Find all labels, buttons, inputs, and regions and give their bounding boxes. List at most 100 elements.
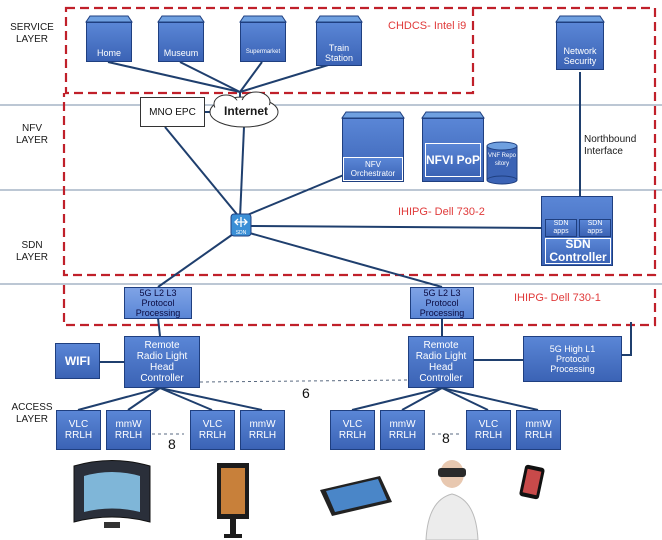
rrlh-controller-left: Remote Radio Light Head Controller (124, 336, 200, 388)
sdn-apps-2-label: SDN apps (587, 220, 603, 235)
kiosk-base (224, 534, 242, 538)
count-six: 6 (302, 385, 310, 401)
home-label: Home (96, 48, 121, 58)
vnf-repository-label: VNF Repo sitory (488, 153, 517, 167)
phone-device (519, 464, 545, 500)
link-switch-protocol-right (245, 231, 443, 288)
count-eight-right: 8 (442, 430, 450, 446)
rrlh-controller-right: Remote Radio Light Head Controller (408, 336, 474, 388)
wifi-box: WIFI (55, 343, 100, 379)
link-ctrl-mmw4 (441, 387, 539, 411)
link-ctrl-vlc2 (159, 387, 213, 411)
vlc-rrlh-2-label: VLC RRLH (198, 419, 227, 441)
tv-device (73, 460, 151, 528)
rrlh-controller-left-label: Remote Radio Light Head Controller (136, 340, 188, 384)
host-boundaries (62, 6, 657, 327)
ihipg1-host-label: IHIPG- Dell 730-1 (514, 292, 601, 304)
vlc-rrlh-1: VLC RRLH (56, 410, 101, 450)
sdn-controller-server: SDN apps SDN apps SDN Controller (541, 196, 613, 266)
wifi-label: WIFI (64, 353, 91, 368)
rrlh-controller-right-label: Remote Radio Light Head Controller (415, 340, 467, 384)
tablet-screen (326, 479, 387, 512)
nfvi-pop-panel: NFVI PoP (425, 143, 481, 177)
switch-arrows (234, 217, 248, 227)
mmw-rrlh-2: mmW RRLH (240, 410, 285, 450)
nfvi-pop-server: NFVI PoP (422, 118, 484, 182)
supermarket-server: Supermarket (240, 22, 286, 62)
link-museum-hub (179, 61, 241, 93)
layer-label-service: SERVICE LAYER (10, 22, 54, 45)
sdn-controller-label: SDN Controller (549, 237, 607, 264)
link-epc-switch (164, 126, 241, 219)
sdn-controller-panel: SDN Controller (545, 238, 611, 264)
dotted-ctrl-ctrl (199, 379, 409, 383)
museum-server: Museum (158, 22, 204, 62)
mno-epc-label: MNO EPC (149, 106, 196, 118)
link-switch-controller (247, 225, 542, 229)
user-body (425, 493, 479, 540)
link-train-hub (239, 61, 339, 93)
supermarket-label: Supermarket (245, 49, 281, 55)
protocol-processing-left: 5G L2 L3 Protocol Processing (124, 287, 192, 319)
internet-cloud (209, 91, 279, 128)
vlc-rrlh-4: VLC RRLH (466, 410, 511, 450)
tablet-device (320, 476, 392, 516)
kiosk-screen (221, 468, 245, 514)
count-eight-left: 8 (168, 436, 176, 452)
home-server: Home (86, 22, 132, 62)
museum-label: Museum (163, 48, 199, 58)
high-l1-processing: 5G High L1 Protocol Processing (523, 336, 622, 382)
link-protocol-ctrl-left (157, 317, 161, 337)
layer-separators (0, 104, 662, 285)
mmw-rrlh-2-label: mmW RRLH (248, 419, 277, 441)
vlc-rrlh-2: VLC RRLH (190, 410, 235, 450)
high-l1-processing-label: 5G High L1 Protocol Processing (549, 344, 596, 374)
link-ctrl-mmw3 (401, 387, 443, 411)
sdn-switch-icon (230, 213, 252, 237)
mmw-rrlh-3: mmW RRLH (380, 410, 425, 450)
cylinder-bottom (486, 175, 518, 185)
internet-label: Internet (223, 104, 268, 118)
cloud-fill (212, 100, 276, 126)
vlc-rrlh-3-label: VLC RRLH (338, 419, 367, 441)
phone-screen (522, 468, 542, 496)
sdn-switch-label: SDN (235, 230, 247, 236)
vnf-repository-icon (486, 141, 518, 185)
kiosk-pole (230, 519, 236, 535)
mmw-rrlh-4-label: mmW RRLH (524, 419, 553, 441)
vlc-rrlh-1-label: VLC RRLH (64, 419, 93, 441)
link-ctrl-vlc4 (441, 387, 489, 411)
link-ctrl-vlc3 (351, 387, 443, 411)
kiosk-device (217, 463, 249, 538)
vr-user (425, 460, 479, 540)
protocol-processing-left-label: 5G L2 L3 Protocol Processing (135, 288, 181, 318)
vr-headset (438, 468, 466, 477)
layer-label-access: ACCESS LAYER (11, 402, 53, 425)
ihipg2-boundary (62, 6, 657, 277)
link-boundary-highl1 (622, 322, 632, 356)
vlc-rrlh-4-label: VLC RRLH (474, 419, 503, 441)
link-internet-switch (239, 126, 245, 219)
link-supermarket-hub (239, 61, 263, 93)
ihipg2-host-label: IHIPG- Dell 730-2 (398, 206, 485, 218)
mno-epc-box: MNO EPC (140, 97, 205, 127)
network-security-server: Network Security (556, 22, 604, 70)
tv-stand (104, 522, 120, 528)
chdcs-host-label: CHDCS- Intel i9 (388, 20, 467, 32)
mmw-rrlh-3-label: mmW RRLH (388, 419, 417, 441)
nfv-orchestrator-label: NFV Orchestrator (350, 160, 396, 178)
nfv-orchestrator-panel: NFV Orchestrator (343, 157, 403, 181)
train-station-server: Train Station (316, 22, 362, 66)
end-devices (73, 460, 545, 540)
protocol-processing-right-label: 5G L2 L3 Protocol Processing (419, 288, 465, 318)
mmw-rrlh-4: mmW RRLH (516, 410, 561, 450)
cylinder-body (486, 145, 518, 181)
dotted-links (152, 379, 462, 435)
layer-label-sdn: SDN LAYER (15, 240, 49, 263)
cylinder-top (486, 141, 518, 151)
tv-image (84, 472, 140, 512)
link-ctrl-vlc1 (77, 387, 161, 411)
train-station-label: Train Station (324, 43, 354, 63)
sdn-apps-1: SDN apps (545, 219, 577, 237)
nfvi-pop-label: NFVI PoP (426, 152, 481, 167)
